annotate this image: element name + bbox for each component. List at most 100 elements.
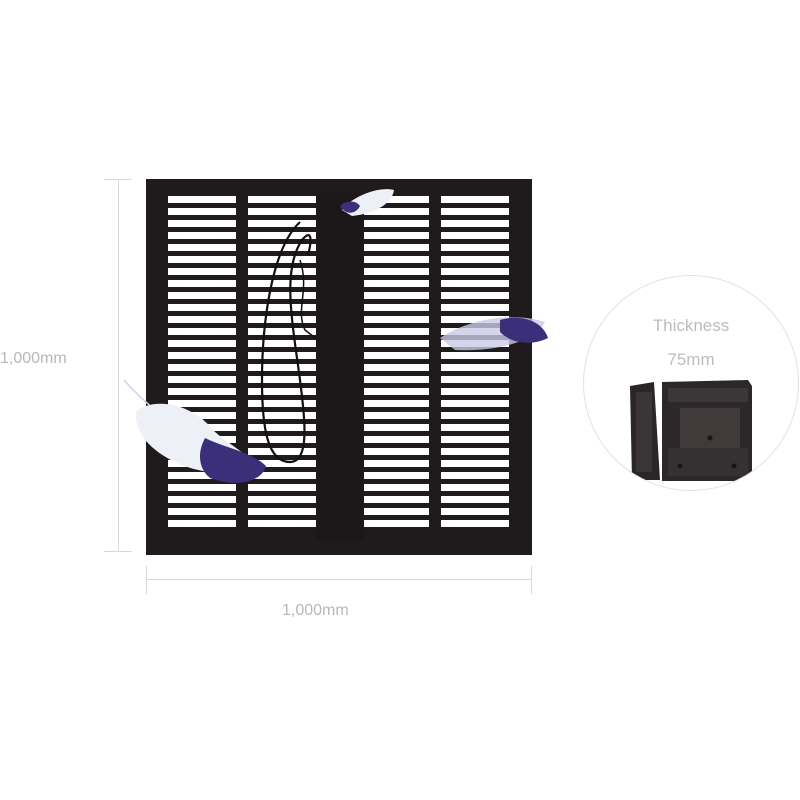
profile-side-bracket-face	[636, 392, 652, 472]
panel-slot	[248, 340, 316, 347]
panel-slot	[364, 292, 429, 299]
panel-slot	[441, 280, 509, 287]
panel-slot	[441, 292, 509, 299]
panel-slot	[168, 352, 236, 359]
panel-slot	[441, 376, 509, 383]
panel-slot	[441, 496, 509, 503]
panel-slot	[441, 400, 509, 407]
panel-slot	[441, 196, 509, 203]
panel-slot	[364, 268, 429, 275]
panel-slot	[248, 292, 316, 299]
panel-slot	[364, 376, 429, 383]
width-dimension-line	[146, 579, 532, 580]
cable-loop	[260, 221, 312, 464]
panel-slot	[364, 208, 429, 215]
panel-slot	[248, 280, 316, 287]
panel-slot	[364, 328, 429, 335]
panel-slot	[248, 508, 316, 515]
panel-slot	[248, 460, 316, 467]
panel-slot	[168, 220, 236, 227]
panel-slot	[364, 424, 429, 431]
panel-slot	[364, 436, 429, 443]
panel-slot	[441, 460, 509, 467]
panel-slot	[248, 388, 316, 395]
panel-slot	[364, 472, 429, 479]
panel-slot	[168, 496, 236, 503]
profile-screw	[707, 435, 713, 441]
panel-slot	[364, 244, 429, 251]
panel-slot	[248, 208, 316, 215]
profile-top-lip	[668, 388, 748, 402]
panel-slot	[364, 520, 429, 527]
panel-slot	[364, 220, 429, 227]
panel-slot	[168, 400, 236, 407]
panel-slot	[364, 364, 429, 371]
panel-slot	[248, 232, 316, 239]
panel-slot	[168, 376, 236, 383]
panel-slot	[168, 244, 236, 251]
feather-decoration-right	[440, 317, 548, 351]
panel-slot	[168, 472, 236, 479]
panel-slot	[441, 388, 509, 395]
panel-slot	[364, 400, 429, 407]
panel-slot	[168, 256, 236, 263]
panel-slot	[441, 436, 509, 443]
width-dimension-label: 1,000mm	[282, 602, 349, 619]
panel-slot	[248, 424, 316, 431]
height-dimension-tick-top	[104, 179, 132, 180]
panel-slot	[248, 352, 316, 359]
feather-decoration-top	[340, 189, 394, 216]
panel-slot	[168, 484, 236, 491]
panel-slot	[364, 496, 429, 503]
panel-slot	[248, 472, 316, 479]
panel-slot	[364, 304, 429, 311]
panel-slot	[168, 340, 236, 347]
panel-slot	[364, 508, 429, 515]
panel-slots	[168, 196, 509, 527]
panel-slot	[248, 316, 316, 323]
panel-slot	[248, 268, 316, 275]
panel-slot	[441, 208, 509, 215]
panel-slot	[441, 412, 509, 419]
cable-wire	[299, 259, 319, 341]
panel-slot	[441, 484, 509, 491]
panel-slot	[168, 304, 236, 311]
panel-slot	[248, 364, 316, 371]
panel-slot	[168, 316, 236, 323]
thickness-value: 75mm	[667, 350, 715, 369]
panel-slot	[441, 304, 509, 311]
panel-slot	[248, 496, 316, 503]
panel-slot	[441, 508, 509, 515]
panel-slot	[168, 232, 236, 239]
panel-slot	[248, 436, 316, 443]
panel-slot	[168, 412, 236, 419]
feather-decoration	[123, 379, 266, 483]
panel-slot	[441, 472, 509, 479]
panel-slot	[441, 424, 509, 431]
profile-inner-panel	[680, 408, 740, 448]
panel-slot	[168, 388, 236, 395]
panel-slot	[441, 256, 509, 263]
panel-slot	[364, 352, 429, 359]
panel-slot	[441, 364, 509, 371]
panel-slot	[441, 316, 509, 323]
panel-slot	[248, 376, 316, 383]
panel-slot	[168, 268, 236, 275]
panel-slot	[168, 508, 236, 515]
panel-slot	[441, 268, 509, 275]
panel-slot	[168, 196, 236, 203]
panel-profile-image	[630, 380, 752, 481]
height-dimension-tick-bottom	[104, 551, 132, 552]
panel-slot	[364, 460, 429, 467]
panel-slot	[168, 520, 236, 527]
panel-slot	[168, 292, 236, 299]
panel-slot	[364, 232, 429, 239]
panel-slot	[364, 256, 429, 263]
profile-screw	[677, 463, 683, 469]
thickness-detail-callout: Thickness 75mm	[583, 275, 799, 491]
panel-slot	[248, 520, 316, 527]
profile-screw	[731, 463, 737, 469]
panel-slot	[441, 244, 509, 251]
panel-slot	[248, 196, 316, 203]
panel-slot	[168, 328, 236, 335]
